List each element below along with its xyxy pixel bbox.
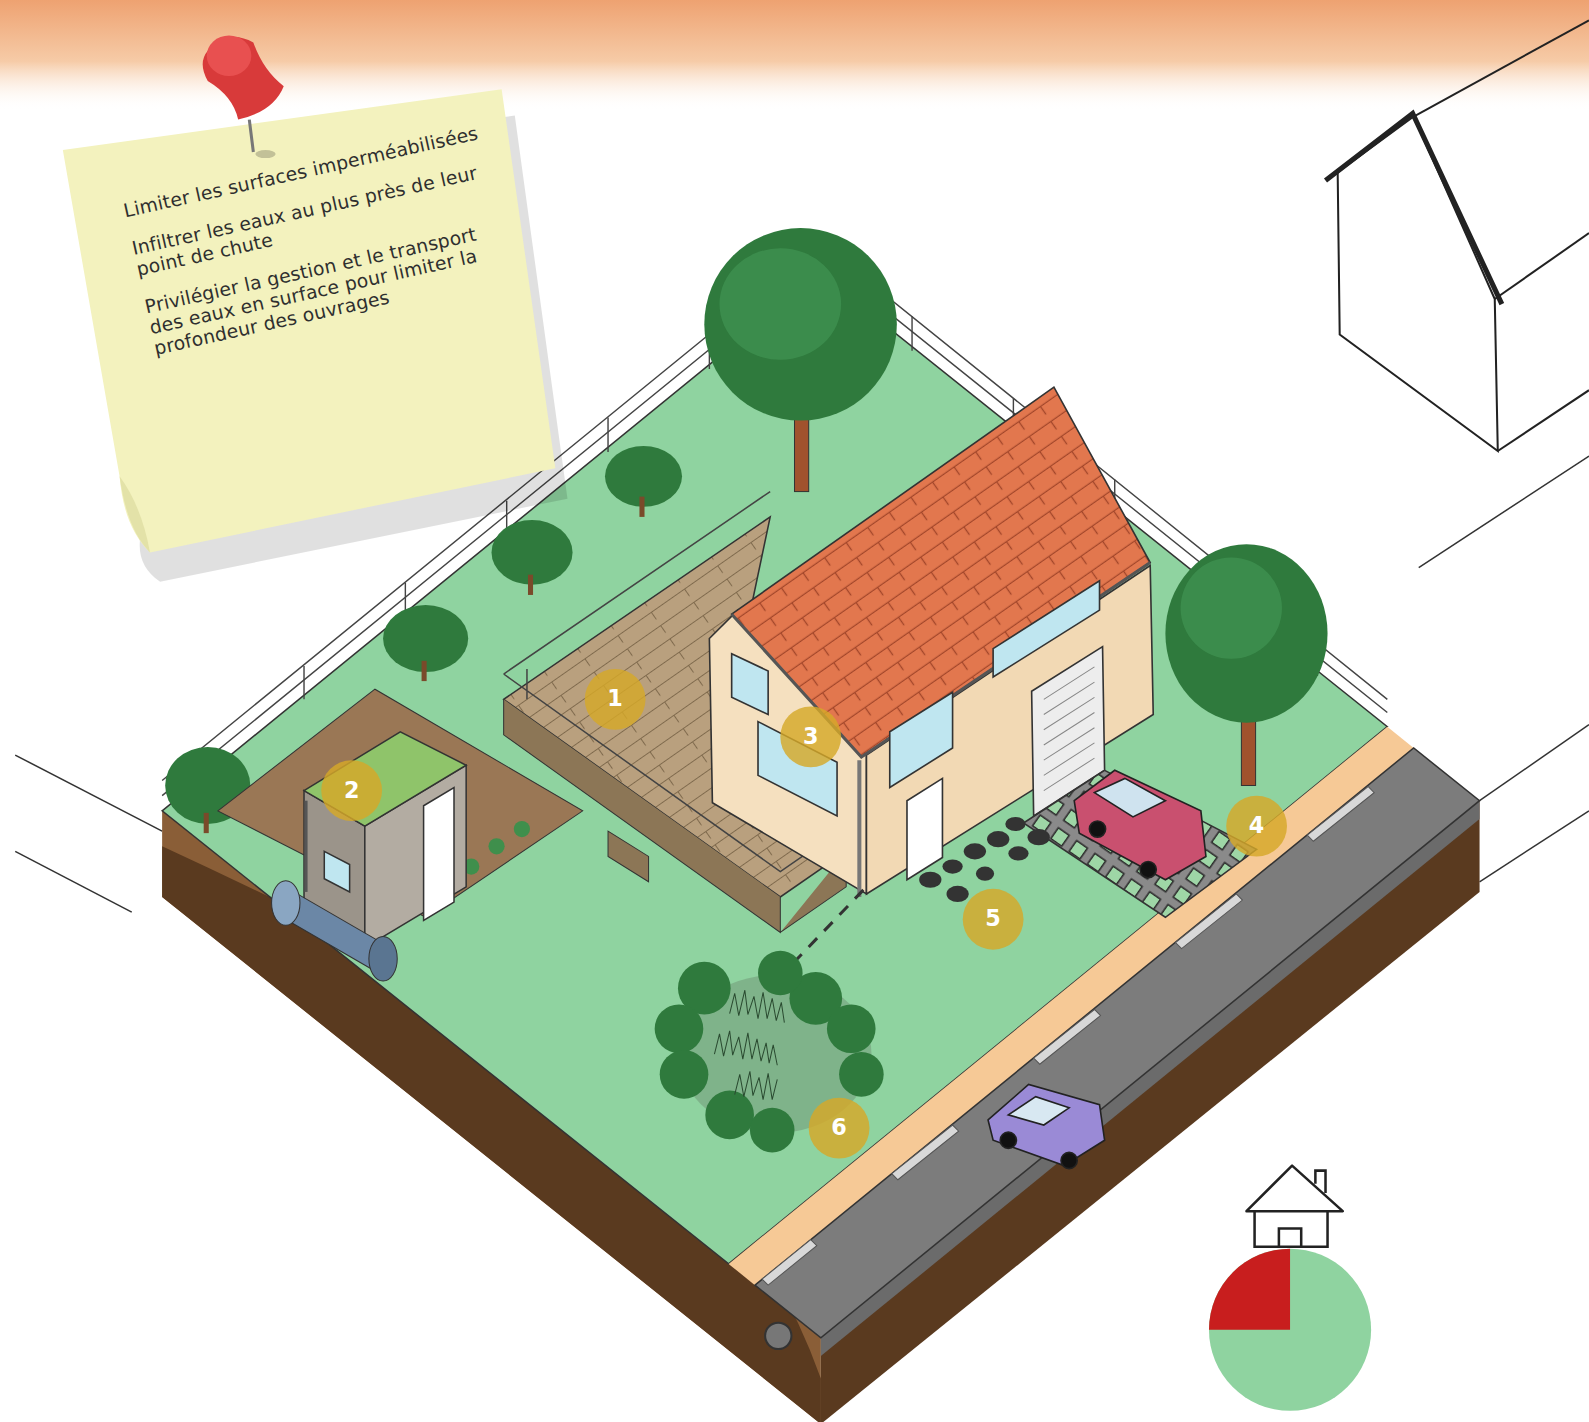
neighbour-house	[1495, 233, 1589, 299]
stepping-stones	[1005, 817, 1025, 831]
bush	[528, 575, 533, 595]
rain-garden	[758, 951, 803, 996]
curbs	[892, 1125, 959, 1180]
sticky-note	[63, 89, 556, 552]
house-icon	[1255, 1211, 1328, 1246]
bush	[204, 813, 209, 833]
tree	[1165, 544, 1327, 785]
push-pin	[249, 120, 253, 152]
permeable-paving	[1024, 770, 1257, 917]
house-icon	[1279, 1228, 1301, 1246]
deck	[608, 831, 649, 882]
rain-garden	[705, 1091, 754, 1140]
stepping-stones	[964, 843, 986, 859]
sticky-note	[63, 89, 568, 582]
callout-number: 3	[780, 706, 841, 767]
pipe	[765, 1323, 791, 1349]
rain-garden	[714, 990, 784, 1099]
car	[988, 1084, 1105, 1165]
callout-number: 4	[1226, 796, 1287, 857]
house-icon	[1246, 1166, 1342, 1212]
bush	[422, 661, 427, 681]
car	[1061, 1152, 1077, 1168]
house	[907, 778, 942, 879]
rain-garden	[750, 1108, 795, 1153]
neighbour-lines	[15, 755, 162, 831]
neighbour-house	[1338, 117, 1498, 451]
car	[1074, 770, 1206, 879]
neighbour-lines	[1480, 725, 1589, 801]
bush	[639, 497, 644, 517]
tree	[704, 228, 897, 492]
tree	[704, 228, 897, 421]
push-pin	[207, 35, 252, 76]
car	[1140, 862, 1156, 878]
neighbour-house	[1414, 20, 1589, 116]
stepping-stones	[987, 831, 1009, 847]
house	[732, 654, 768, 715]
car	[1000, 1132, 1016, 1148]
house	[890, 692, 953, 787]
callout-number: 5	[963, 889, 1024, 950]
car	[1074, 770, 1206, 879]
pie-chart	[1209, 1249, 1371, 1411]
stepping-stones	[947, 886, 969, 902]
stepping-stones	[976, 867, 994, 881]
vegetables	[514, 821, 530, 837]
shed	[324, 851, 349, 892]
house	[1044, 667, 1095, 791]
callout-number: 6	[809, 1098, 870, 1159]
push-pin	[255, 150, 275, 158]
car	[1089, 821, 1105, 837]
rain-tank	[369, 937, 397, 982]
stepping-stones	[1008, 846, 1028, 860]
house-icon	[1246, 1166, 1342, 1247]
pie-chart	[1209, 1249, 1290, 1330]
neighbour-lines	[1480, 811, 1589, 882]
neighbour-house	[1326, 114, 1502, 305]
callout-number: 2	[321, 760, 382, 821]
car	[1094, 778, 1165, 817]
car	[1008, 1097, 1069, 1125]
rain-garden	[655, 1004, 704, 1053]
rain-garden	[827, 1004, 876, 1053]
rain-garden	[839, 1052, 884, 1097]
tree	[720, 248, 842, 359]
curbs	[1034, 1009, 1101, 1064]
pie-chart	[1209, 1249, 1371, 1411]
stepping-stones	[919, 872, 941, 888]
rain-garden	[660, 1050, 709, 1099]
stepping-stones	[1028, 829, 1050, 845]
rain-tank	[272, 881, 398, 981]
tree	[1165, 544, 1327, 722]
deck	[504, 492, 847, 933]
car	[988, 1084, 1105, 1168]
push-pin	[203, 35, 284, 158]
sticky-note	[120, 476, 150, 552]
tree	[1181, 557, 1282, 658]
neighbour-house	[1498, 390, 1589, 451]
shed	[424, 788, 454, 921]
neighbour-house	[1326, 20, 1589, 451]
callout-number: 1	[585, 669, 646, 730]
rain-tank	[272, 881, 300, 926]
shed	[305, 801, 308, 892]
curbs	[762, 1240, 817, 1286]
stepping-stones	[942, 859, 962, 873]
house	[857, 760, 861, 897]
neighbour-lines	[15, 851, 132, 912]
curbs	[1307, 787, 1374, 842]
neighbour-lines	[1419, 456, 1589, 567]
house-icon	[1315, 1171, 1325, 1193]
vegetables	[488, 838, 504, 854]
